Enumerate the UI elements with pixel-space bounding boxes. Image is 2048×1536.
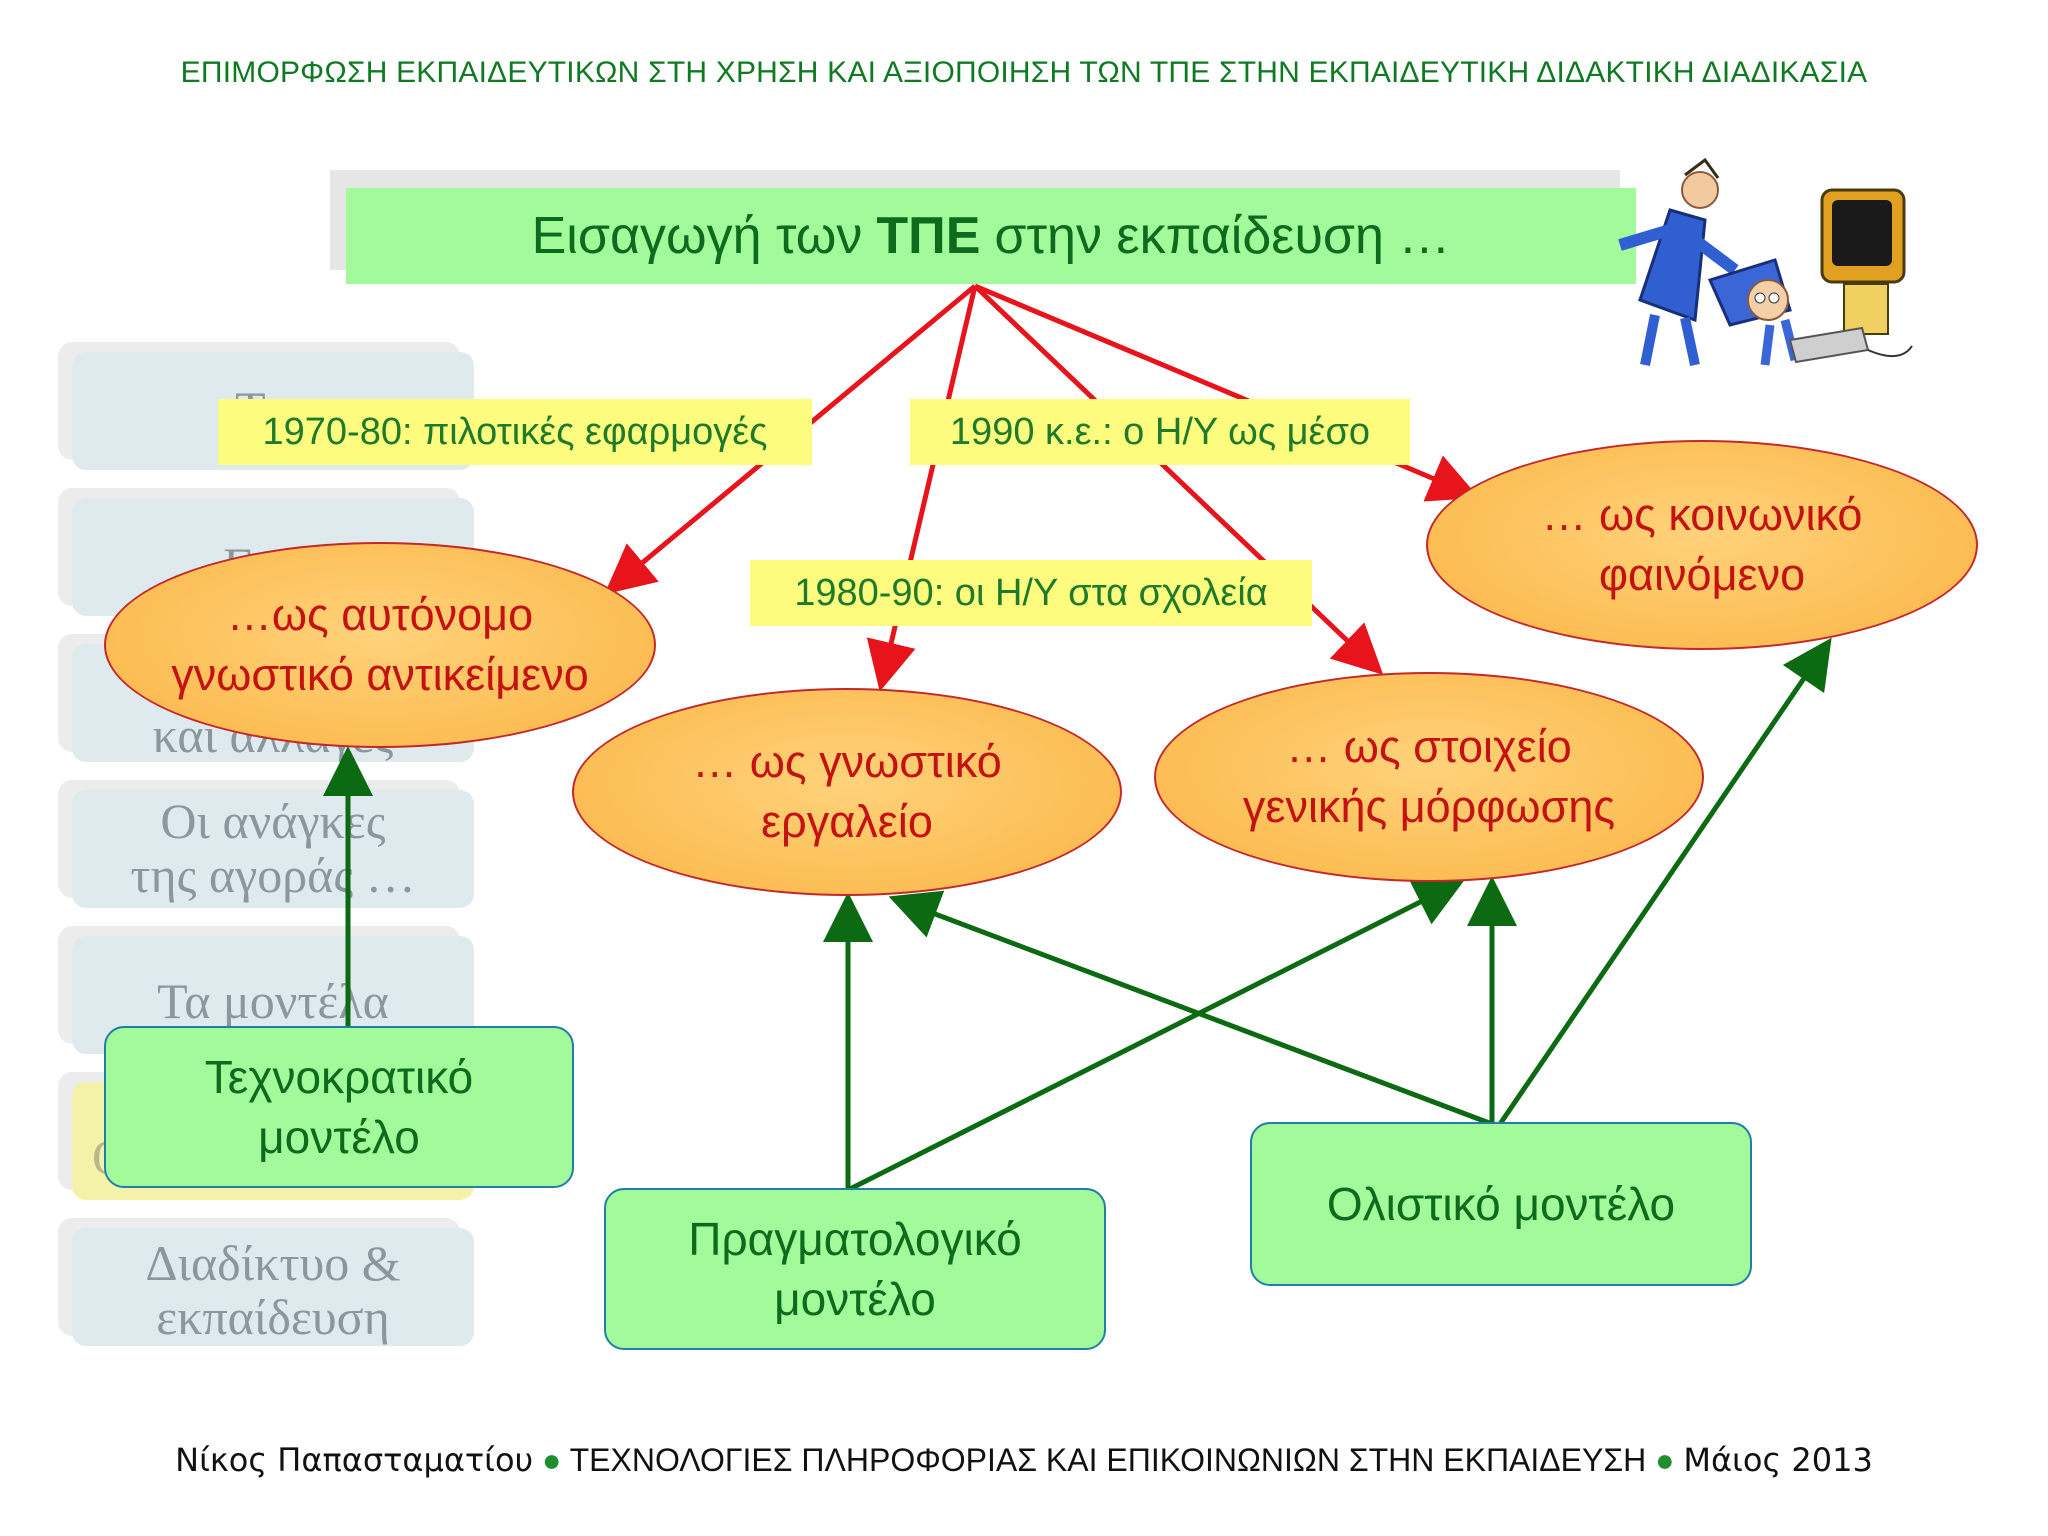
slide-header: ΕΠΙΜΟΡΦΩΣΗ ΕΚΠΑΙΔΕΥΤΙΚΩΝ ΣΤΗ ΧΡΗΣΗ ΚΑΙ Α… — [180, 56, 1868, 89]
green-arrow-holistic-to-social — [1497, 637, 1832, 1126]
ellipse-line2: εργαλείο — [761, 796, 933, 847]
era-label-1990: 1990 κ.ε.: ο Η/Υ ως μέσο — [910, 399, 1410, 465]
slide-footer: Νίκος Παπασταματίου ● ΤΕΧΝΟΛΟΓΙΕΣ ΠΛΗΡΟΦ… — [0, 1441, 2048, 1479]
cartoon-people-with-computer-icon — [1618, 157, 1913, 367]
side-menu-item-label-line2: εκπαίδευση — [156, 1289, 390, 1345]
footer-date: Μάιος 2013 — [1683, 1441, 1873, 1479]
ellipse-line1: … ως γνωστικό — [692, 736, 1002, 787]
side-menu-item-label-line2: της αγοράς … — [130, 847, 416, 903]
diagram-title: Εισαγωγή των ΤΠΕ στην εκπαίδευση … — [346, 188, 1636, 284]
ellipse-social-phenomenon: … ως κοινωνικό φαινόμενο — [1426, 440, 1978, 650]
ellipse-cognitive-tool: … ως γνωστικό εργαλείο — [572, 688, 1122, 896]
model-line2: μοντέλο — [774, 1273, 936, 1325]
side-menu-item-7[interactable]: Διαδίκτυο & εκπαίδευση — [72, 1228, 474, 1346]
ellipse-line2: γνωστικό αντικείμενο — [171, 649, 589, 700]
ellipse-line1: … ως στοιχείο — [1286, 721, 1572, 772]
model-technocratic: Τεχνοκρατικό μοντέλο — [104, 1026, 574, 1188]
era-label-1970: 1970-80: πιλοτικές εφαρμογές — [218, 399, 812, 465]
ellipse-general-education: … ως στοιχείο γενικής μόρφωσης — [1154, 672, 1704, 882]
model-line1: Τεχνοκρατικό — [204, 1051, 474, 1103]
green-arrow-holistic-to-tool — [888, 890, 1493, 1127]
side-menu-item-label-line1: Διαδίκτυο & — [145, 1235, 401, 1291]
green-dot-icon: ● — [1655, 1442, 1675, 1478]
ellipse-line1: …ως αυτόνομο — [226, 589, 534, 640]
title-prefix: Εισαγωγή των — [531, 207, 863, 265]
ellipse-line1: … ως κοινωνικό — [1541, 489, 1863, 540]
title-suffix: στην εκπαίδευση … — [994, 207, 1451, 265]
ellipse-line2: φαινόμενο — [1598, 549, 1806, 600]
green-arrow-pragmatic-to-general — [846, 879, 1465, 1193]
era-label-1980: 1980-90: οι Η/Υ στα σχολεία — [750, 560, 1312, 626]
footer-course: ΤΕΧΝΟΛΟΓΙΕΣ ΠΛΗΡΟΦΟΡΙΑΣ ΚΑΙ ΕΠΙΚΟΙΝΩΝΙΩΝ… — [569, 1442, 1647, 1478]
model-holistic: Ολιστικό μοντέλο — [1250, 1122, 1752, 1286]
ellipse-autonomous-subject: …ως αυτόνομο γνωστικό αντικείμενο — [104, 542, 656, 748]
ellipse-line2: γενικής μόρφωσης — [1242, 781, 1616, 832]
title-bold: ΤΠΕ — [876, 207, 981, 265]
green-dot-icon: ● — [541, 1442, 562, 1478]
model-line2: μοντέλο — [258, 1111, 420, 1163]
model-pragmatic: Πραγματολογικό μοντέλο — [604, 1188, 1106, 1350]
model-line1: Πραγματολογικό — [688, 1213, 1022, 1265]
footer-author: Νίκος Παπασταματίου — [175, 1441, 534, 1479]
model-line1: Ολιστικό μοντέλο — [1326, 1178, 1676, 1230]
